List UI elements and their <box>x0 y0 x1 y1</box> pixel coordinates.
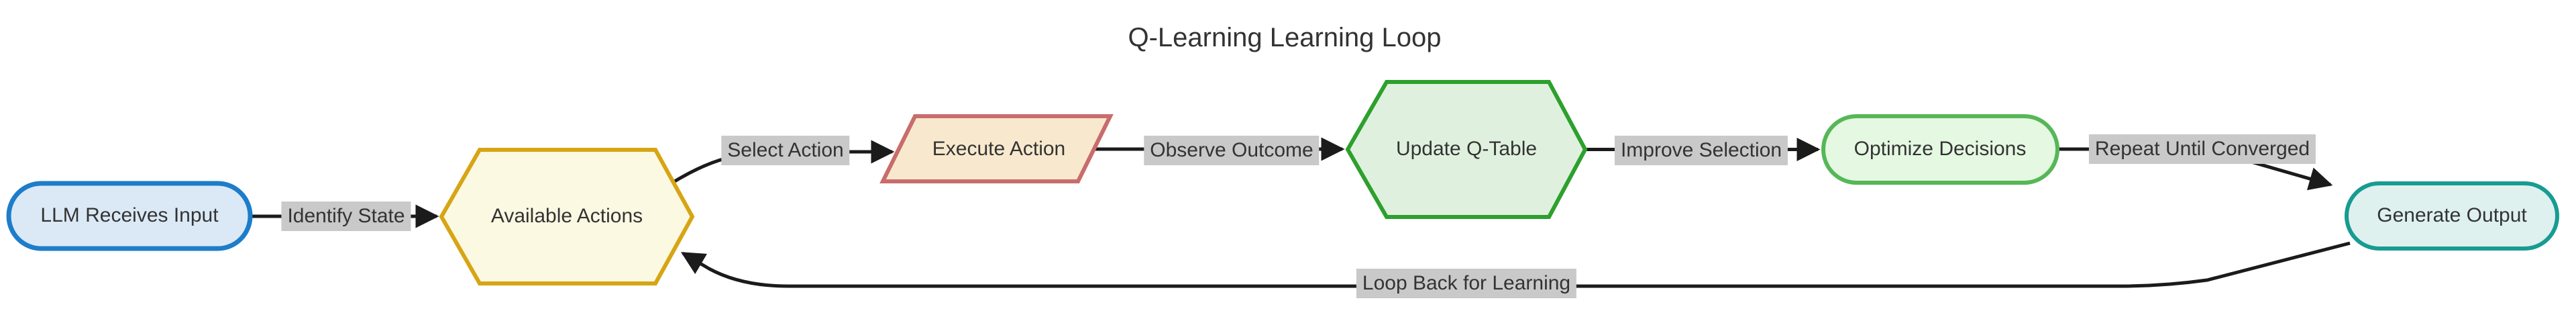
edge-label-identify-state: Identify State <box>281 202 411 231</box>
node-llm-receives-input <box>6 181 253 251</box>
diagram-title: Q-Learning Learning Loop <box>1128 23 1442 52</box>
node-generate-output <box>2345 181 2559 251</box>
node-llm-receives-input-label: LLM Receives Input <box>40 204 219 226</box>
node-update-q-table-label: Update Q-Table <box>1395 138 1538 160</box>
edge-label-repeat-until-converged: Repeat Until Converged <box>2088 134 2316 164</box>
node-optimize-decisions-label: Optimize Decisions <box>1854 138 2027 160</box>
edge-label-select-action: Select Action <box>721 136 850 165</box>
edge-label-loop-back-for-learning: Loop Back for Learning <box>1356 269 1577 298</box>
node-execute-action-label: Execute Action <box>932 138 1066 160</box>
node-generate-output-label: Generate Output <box>2377 204 2527 226</box>
node-optimize-decisions <box>1821 114 2059 185</box>
node-update-q-table <box>1345 80 1588 219</box>
node-available-actions-label: Available Actions <box>490 205 643 227</box>
node-available-actions <box>439 148 695 285</box>
edge-label-observe-outcome: Observe Outcome <box>1144 136 1320 165</box>
node-execute-action <box>879 114 1114 183</box>
edge-label-improve-selection: Improve Selection <box>1614 136 1788 165</box>
